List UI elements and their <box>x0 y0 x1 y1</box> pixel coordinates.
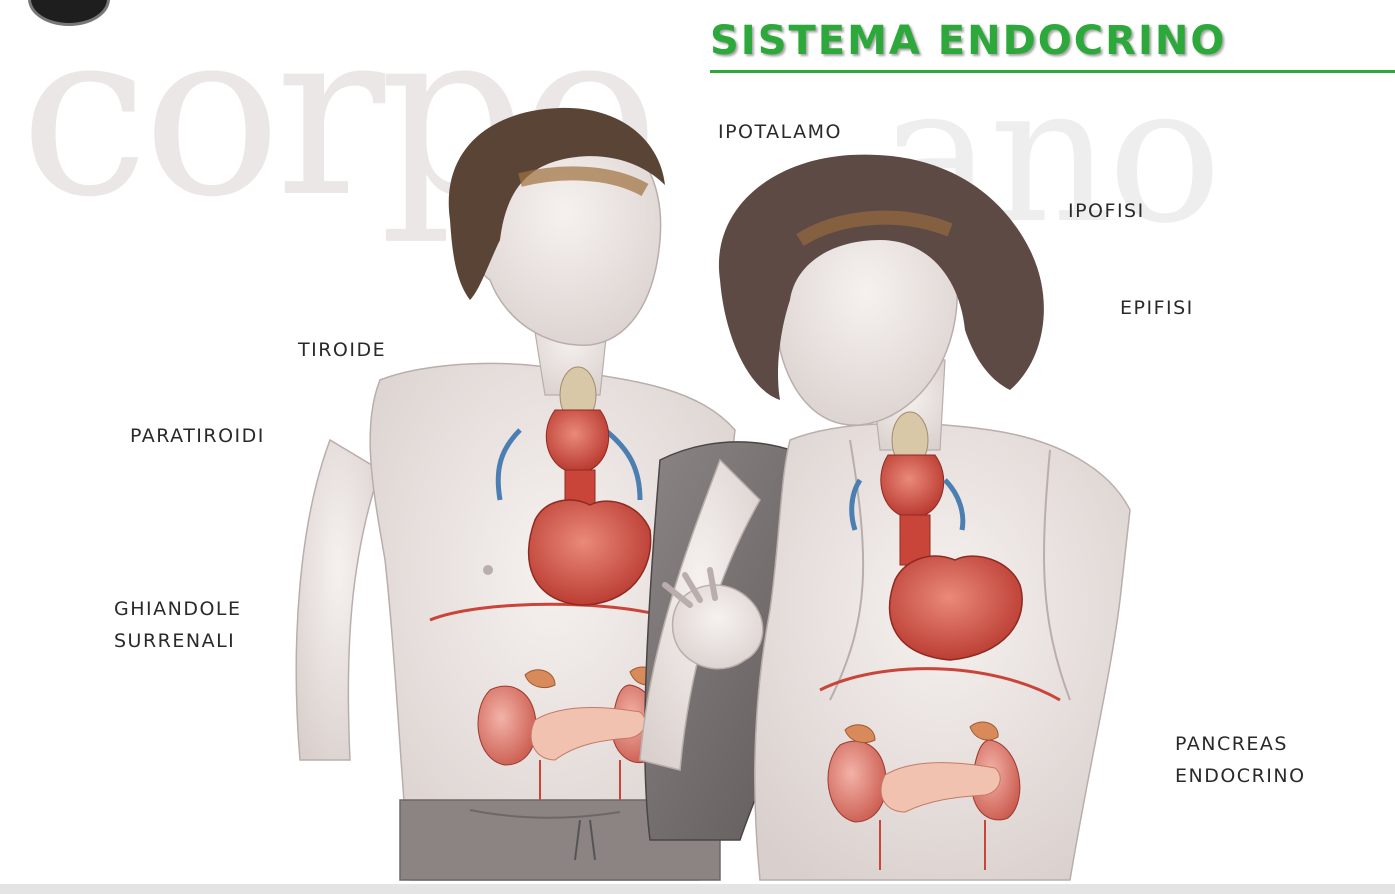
female-kidney-left <box>828 741 886 822</box>
label-endocrino: ENDOCRINO <box>1175 760 1306 792</box>
label-ipofisi: IPOFISI <box>1068 195 1145 227</box>
label-ipotalamo: IPOTALAMO <box>718 116 842 148</box>
female-figure <box>640 155 1130 880</box>
label-epifisi: EPIFISI <box>1120 292 1194 324</box>
male-thyroid <box>546 410 608 470</box>
label-surrenali: SURRENALI <box>114 625 235 657</box>
label-ghiandole: GHIANDOLE <box>114 593 242 625</box>
male-right-arm <box>296 440 380 760</box>
female-thyroid <box>881 455 944 515</box>
male-nipple <box>483 565 493 575</box>
label-pancreas: PANCREAS <box>1175 728 1288 760</box>
male-kidney-left <box>478 686 536 765</box>
label-tiroide: TIROIDE <box>298 334 386 366</box>
label-paratiroidi: PARATIROIDI <box>130 420 265 452</box>
bottom-border <box>0 884 1395 894</box>
